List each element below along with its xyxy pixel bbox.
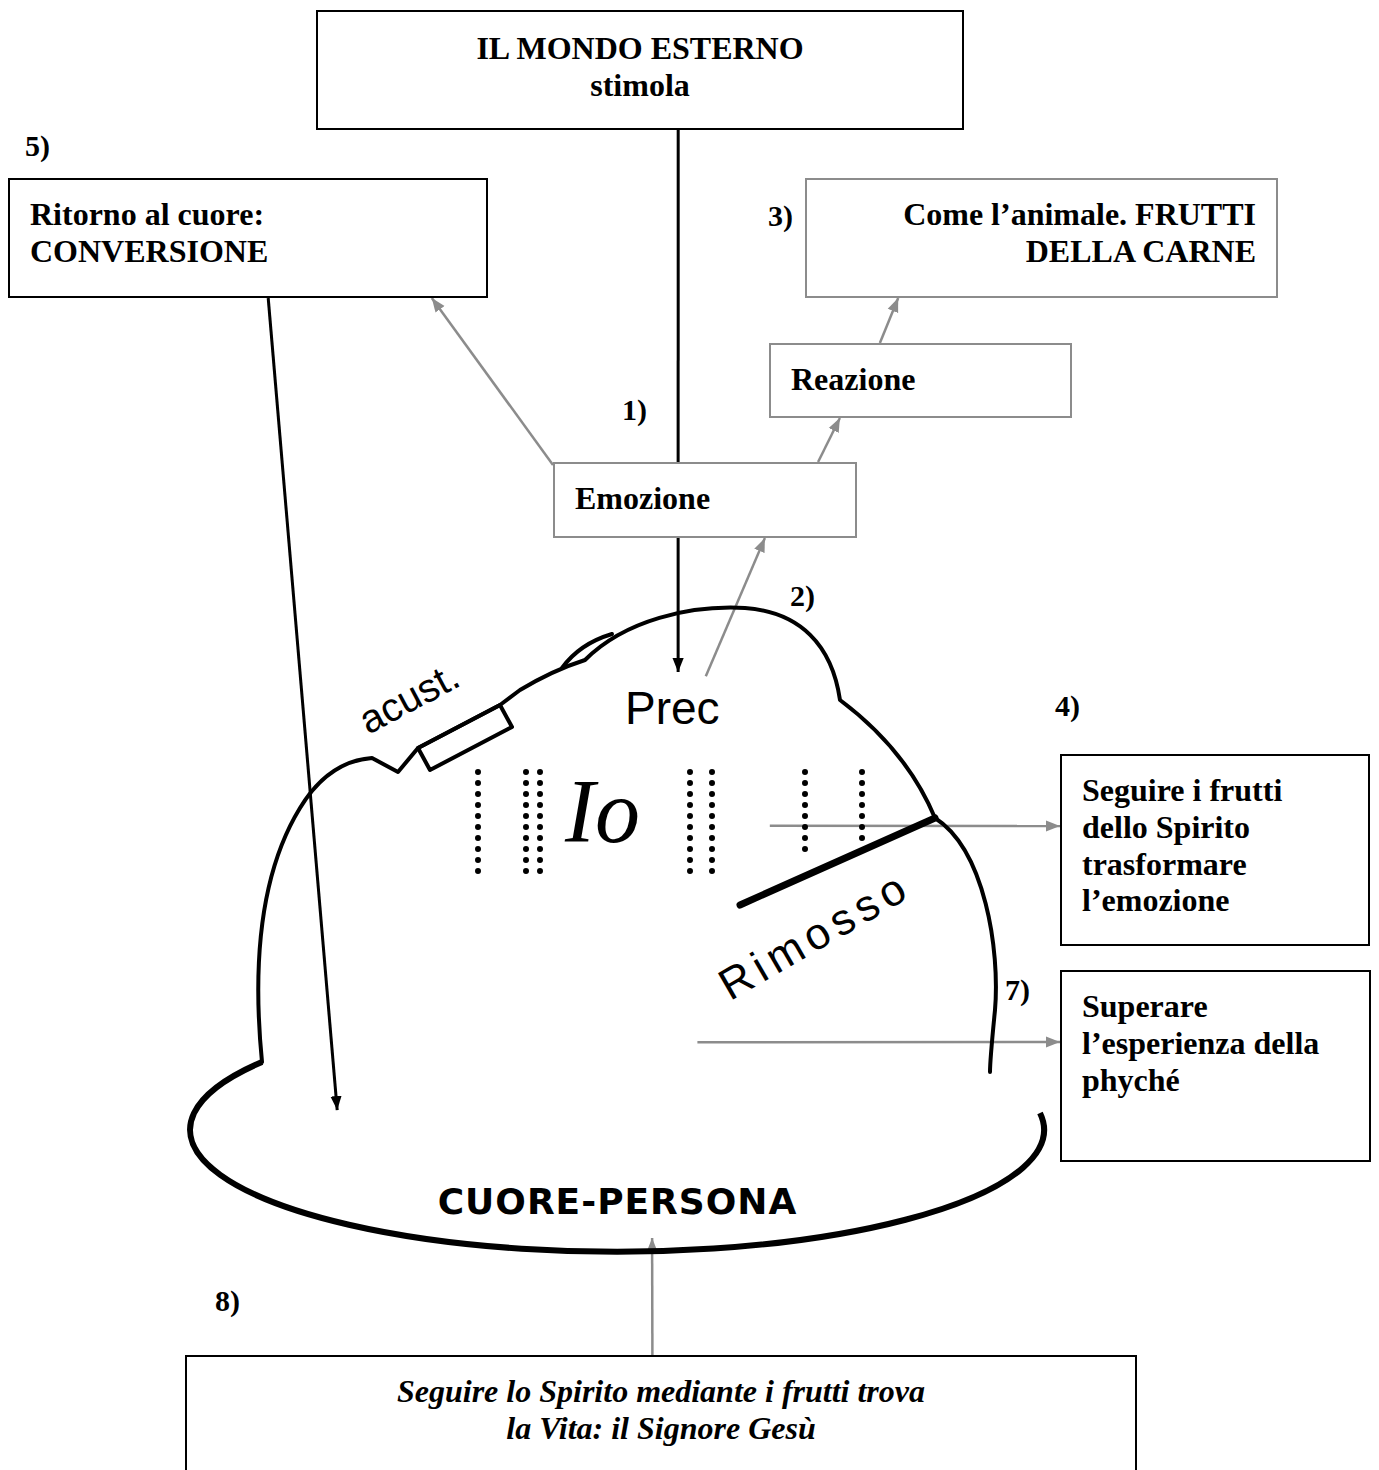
box-text: Superare l’esperienza della phyché bbox=[1082, 988, 1329, 1098]
callout-number: 3) bbox=[768, 198, 793, 234]
connector-arrow bbox=[697, 1041, 1060, 1044]
life-box: Seguire lo Spirito mediante i frutti tro… bbox=[185, 1355, 1137, 1470]
connector-arrow bbox=[268, 298, 337, 1110]
callout-number: 7) bbox=[1005, 972, 1030, 1008]
callout-number: 5) bbox=[25, 128, 50, 164]
box-text: Reazione bbox=[791, 361, 1050, 398]
connector-arrow bbox=[651, 1238, 654, 1355]
heart-person-label: CUORE-PERSONA bbox=[185, 1180, 1050, 1224]
connector-arrow bbox=[880, 298, 898, 343]
dotted-line bbox=[709, 772, 715, 880]
dotted-line bbox=[802, 772, 808, 860]
acoustic-area bbox=[418, 705, 512, 770]
flesh-fruits-box: Come l’animale. FRUTTI DELLA CARNE bbox=[805, 178, 1278, 298]
brain-fold bbox=[562, 634, 612, 668]
dotted-line bbox=[475, 772, 481, 880]
dotted-line bbox=[687, 772, 693, 880]
reaction-box: Reazione bbox=[769, 343, 1072, 418]
box-text: Come l’animale. FRUTTI DELLA CARNE bbox=[827, 196, 1256, 270]
spirit-fruits-box: Seguire i frutti dello Spirito trasforma… bbox=[1060, 754, 1370, 946]
self-label: Io bbox=[565, 767, 640, 857]
box-text: Seguire lo Spirito mediante i frutti tro… bbox=[381, 1373, 941, 1447]
dotted-barriers bbox=[478, 772, 862, 880]
box-text: Ritorno al cuore: CONVERSIONE bbox=[30, 196, 466, 270]
brain-outline-path bbox=[258, 608, 935, 1062]
stimulus-box: IL MONDO ESTERNO stimola bbox=[316, 10, 964, 130]
connector-arrow bbox=[677, 130, 680, 672]
callout-number: 2) bbox=[790, 578, 815, 614]
connector-arrow bbox=[432, 298, 553, 465]
dotted-line bbox=[523, 772, 529, 880]
brain-shape: acust. PrecIoRimosso bbox=[240, 595, 1010, 1175]
callout-number: 8) bbox=[215, 1283, 240, 1319]
connector-arrow bbox=[818, 418, 840, 462]
psyche-box: Superare l’esperienza della phyché bbox=[1060, 970, 1371, 1162]
conversion-box: Ritorno al cuore: CONVERSIONE bbox=[8, 178, 488, 298]
box-text: Seguire i frutti dello Spirito trasforma… bbox=[1082, 772, 1338, 919]
box-text: IL MONDO ESTERNO stimola bbox=[425, 30, 855, 104]
callout-number: 1) bbox=[622, 392, 647, 428]
heart-ellipse-outline bbox=[190, 1062, 1044, 1252]
box-text: Emozione bbox=[575, 480, 835, 517]
dotted-line bbox=[537, 772, 543, 880]
callout-number: 4) bbox=[1055, 688, 1080, 724]
dotted-line bbox=[859, 772, 865, 840]
brain-lobe bbox=[935, 818, 996, 1072]
area-label: Prec bbox=[625, 683, 720, 733]
emotion-box: Emozione bbox=[553, 462, 857, 538]
area-label: Rimosso bbox=[710, 860, 920, 1010]
area-label: acust. bbox=[351, 653, 466, 742]
heart-person-ellipse: CUORE-PERSONA bbox=[185, 1005, 1050, 1260]
